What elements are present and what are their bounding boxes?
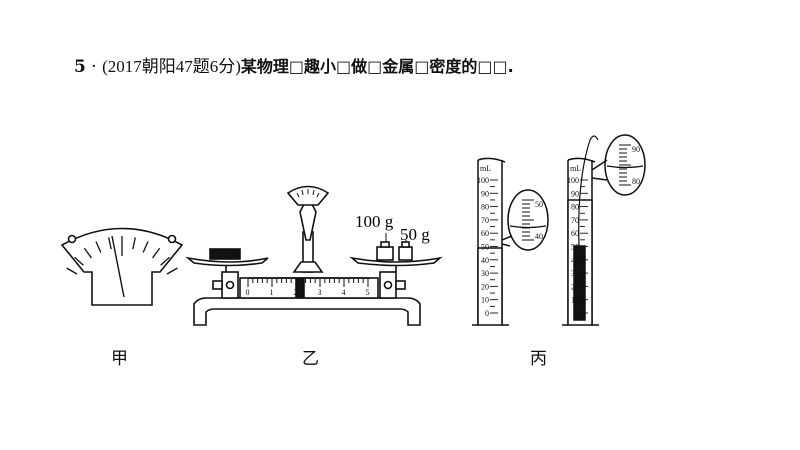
metal-block xyxy=(209,248,241,260)
cylinder-right-tick-label: 10 xyxy=(571,296,579,305)
pointer-tick xyxy=(83,247,92,259)
pointer-scale-panel xyxy=(60,227,184,306)
question-separator: · xyxy=(91,57,97,77)
rider-weight xyxy=(295,278,305,298)
cylinder-left-tick-label: 30 xyxy=(481,269,489,278)
beam-tick-label: 4 xyxy=(342,288,346,297)
pointer-tick xyxy=(152,247,161,259)
cylinder-left-tick-label: 50 xyxy=(481,243,489,252)
cylinder-left-tick-label: 20 xyxy=(481,282,489,291)
beam-tick-label: 5 xyxy=(366,288,370,297)
pointer-needle xyxy=(111,235,125,298)
mass-label-100g: 100 g xyxy=(355,212,394,231)
pointer-tick xyxy=(142,241,149,253)
weight-100g xyxy=(376,241,394,261)
left-pan xyxy=(185,256,269,267)
cylinder-right-tick-label: 40 xyxy=(571,256,579,265)
pointer-tick xyxy=(74,256,84,266)
cylinder-right-tick-label: 50 xyxy=(571,243,579,252)
balance-beam xyxy=(239,277,379,299)
cylinder-right-tick-label: 30 xyxy=(571,269,579,278)
caption-a: 甲 xyxy=(111,349,128,369)
zoom-right-label: 80 xyxy=(632,177,640,186)
beam-scale-ticks: 012345 xyxy=(246,279,370,297)
cylinder-right-unit: mL xyxy=(570,164,581,173)
zoom-right-liquid-level xyxy=(606,165,644,169)
zoom-right: 90 80 xyxy=(591,134,646,196)
cylinder-right-tick-label: 60 xyxy=(571,229,579,238)
cylinder-right-tick-label: 0 xyxy=(575,309,579,318)
pointer-tick xyxy=(108,237,112,250)
cylinder-left-tick-label: 90 xyxy=(481,189,489,198)
cylinder-right-tick-label: 90 xyxy=(571,189,579,198)
cylinder-right-tick-label: 100 xyxy=(567,176,579,185)
cylinder-left-tick-label: 0 xyxy=(485,309,489,318)
pointer-tick xyxy=(132,237,136,250)
pointer-scale-ticks xyxy=(66,236,178,275)
balance-pointer xyxy=(299,194,317,241)
balance-dial xyxy=(286,185,330,206)
cylinder-right-tick-label: 20 xyxy=(571,282,579,291)
question-source: (2017朝阳47题6分) xyxy=(102,57,241,76)
question-number: 5 xyxy=(74,57,86,77)
cylinder-right-tick-label: 70 xyxy=(571,216,579,225)
beam-tick-label: 3 xyxy=(318,288,322,297)
pointer-tick xyxy=(95,241,102,253)
cylinder-left-tick-label: 10 xyxy=(481,296,489,305)
beam-tick-label: 0 xyxy=(246,288,250,297)
cylinder-right-tick-label: 80 xyxy=(571,203,579,212)
question-text: 5 · (2017朝阳47题6分)某物理□趣小□做□金属□密度的□□. xyxy=(74,52,514,77)
zoom-left-label: 40 xyxy=(535,232,543,241)
balance: 012345 xyxy=(185,185,443,326)
right-pan xyxy=(349,256,443,267)
pointer-tick xyxy=(166,267,178,275)
cylinder-left-tick-label: 70 xyxy=(481,216,489,225)
zoom-left-label: 50 xyxy=(535,200,543,209)
cylinder-left-tick-label: 60 xyxy=(481,229,489,238)
string xyxy=(578,135,599,247)
zoom-left-liquid-level xyxy=(509,225,547,229)
cylinder-left-tick-label: 100 xyxy=(477,176,489,185)
question-stem: 某物理□趣小□做□金属□密度的□□. xyxy=(240,57,514,76)
cylinder-left-unit: mL xyxy=(480,164,491,173)
metal-block-submerged xyxy=(573,245,586,321)
pointer-tick xyxy=(66,267,78,275)
cylinder-left-tick-label: 40 xyxy=(481,256,489,265)
cylinder-left-tick-label: 80 xyxy=(481,203,489,212)
zoom-left: 50 40 xyxy=(501,189,549,251)
pointer-tick xyxy=(160,256,170,266)
mass-label-50g: 50 g xyxy=(400,225,430,244)
zoom-right-label: 90 xyxy=(632,145,640,154)
weight-50g xyxy=(398,241,413,261)
caption-b: 乙 xyxy=(302,349,319,369)
caption-c: 丙 xyxy=(530,349,547,369)
beam-tick-label: 1 xyxy=(270,288,274,297)
